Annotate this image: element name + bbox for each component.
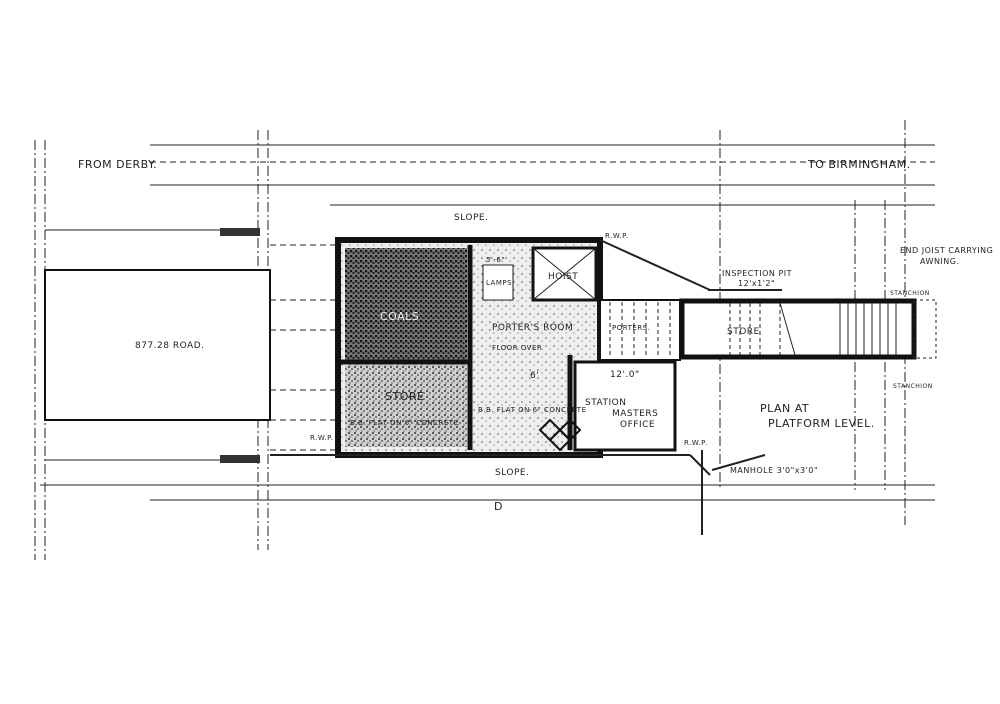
office-label-3: OFFICE: [620, 420, 655, 430]
station-building: [270, 237, 711, 476]
rwp-bottom-label: R.W.P.: [684, 439, 708, 447]
store-right-label: STORE: [727, 327, 760, 337]
lamps-label: LAMPS: [486, 279, 512, 287]
manhole-label: MANHOLE 3'0"x3'0": [730, 466, 818, 475]
platform-store: [679, 289, 937, 471]
store-room-left: [345, 365, 467, 447]
road-bridge: [44, 228, 335, 463]
office-label-2: MASTERS: [612, 409, 658, 419]
plan-title-1: PLAN AT: [760, 402, 809, 415]
road-label: 877.28 ROAD.: [135, 341, 204, 351]
center-floor: B.B. FLAT ON 6" CONCRETE: [478, 406, 587, 414]
slope-bottom-label: SLOPE.: [495, 468, 529, 478]
porters-room: [475, 305, 595, 360]
labels: FROM DERBY. TO BIRMINGHAM. SLOPE. SLOPE.…: [78, 158, 993, 513]
inspection-pit-label-2: 12'x1'2": [738, 279, 775, 288]
coals-room: [345, 248, 467, 360]
stanchion-bottom-label: STANCHION: [893, 383, 933, 390]
lamps-room: [482, 264, 514, 301]
inspection-pit-label-1: INSPECTION PIT: [722, 269, 792, 278]
plan-title-2: PLATFORM LEVEL.: [768, 417, 875, 430]
slope-top-label: SLOPE.: [454, 213, 488, 223]
center-room: [475, 365, 570, 447]
section-mark: D: [494, 500, 503, 513]
porters-room-note: FLOOR OVER: [492, 344, 542, 352]
center-dim: 6': [530, 371, 539, 381]
rwp-left-label: R.W.P.: [310, 434, 334, 442]
end-joist-label-1: END JOIST CARRYING: [900, 246, 993, 255]
coals-label: COALS: [380, 310, 419, 323]
porters-room-label: PORTER'S ROOM: [492, 323, 573, 333]
hoist-label: HOIST: [548, 272, 578, 282]
porters-label: PORTERS.: [612, 324, 650, 332]
office-label-1: STATION: [585, 398, 626, 408]
rwp-top-label: R.W.P.: [605, 232, 629, 240]
store-left-label: STORE: [385, 390, 424, 403]
to-birmingham-label: TO BIRMINGHAM.: [807, 158, 911, 171]
station-masters-office: [573, 360, 677, 452]
lamps-dim: 5'-6": [486, 256, 505, 264]
track-lines: [34, 120, 935, 560]
office-dim: 12'.0": [610, 370, 640, 380]
from-derby-label: FROM DERBY.: [78, 158, 157, 171]
stanchion-top-label: STANCHION: [890, 290, 930, 297]
store-left-floor: B.B. FLAT ON 6" CONCRETE: [350, 419, 459, 427]
end-joist-label-2: AWNING.: [920, 257, 960, 266]
